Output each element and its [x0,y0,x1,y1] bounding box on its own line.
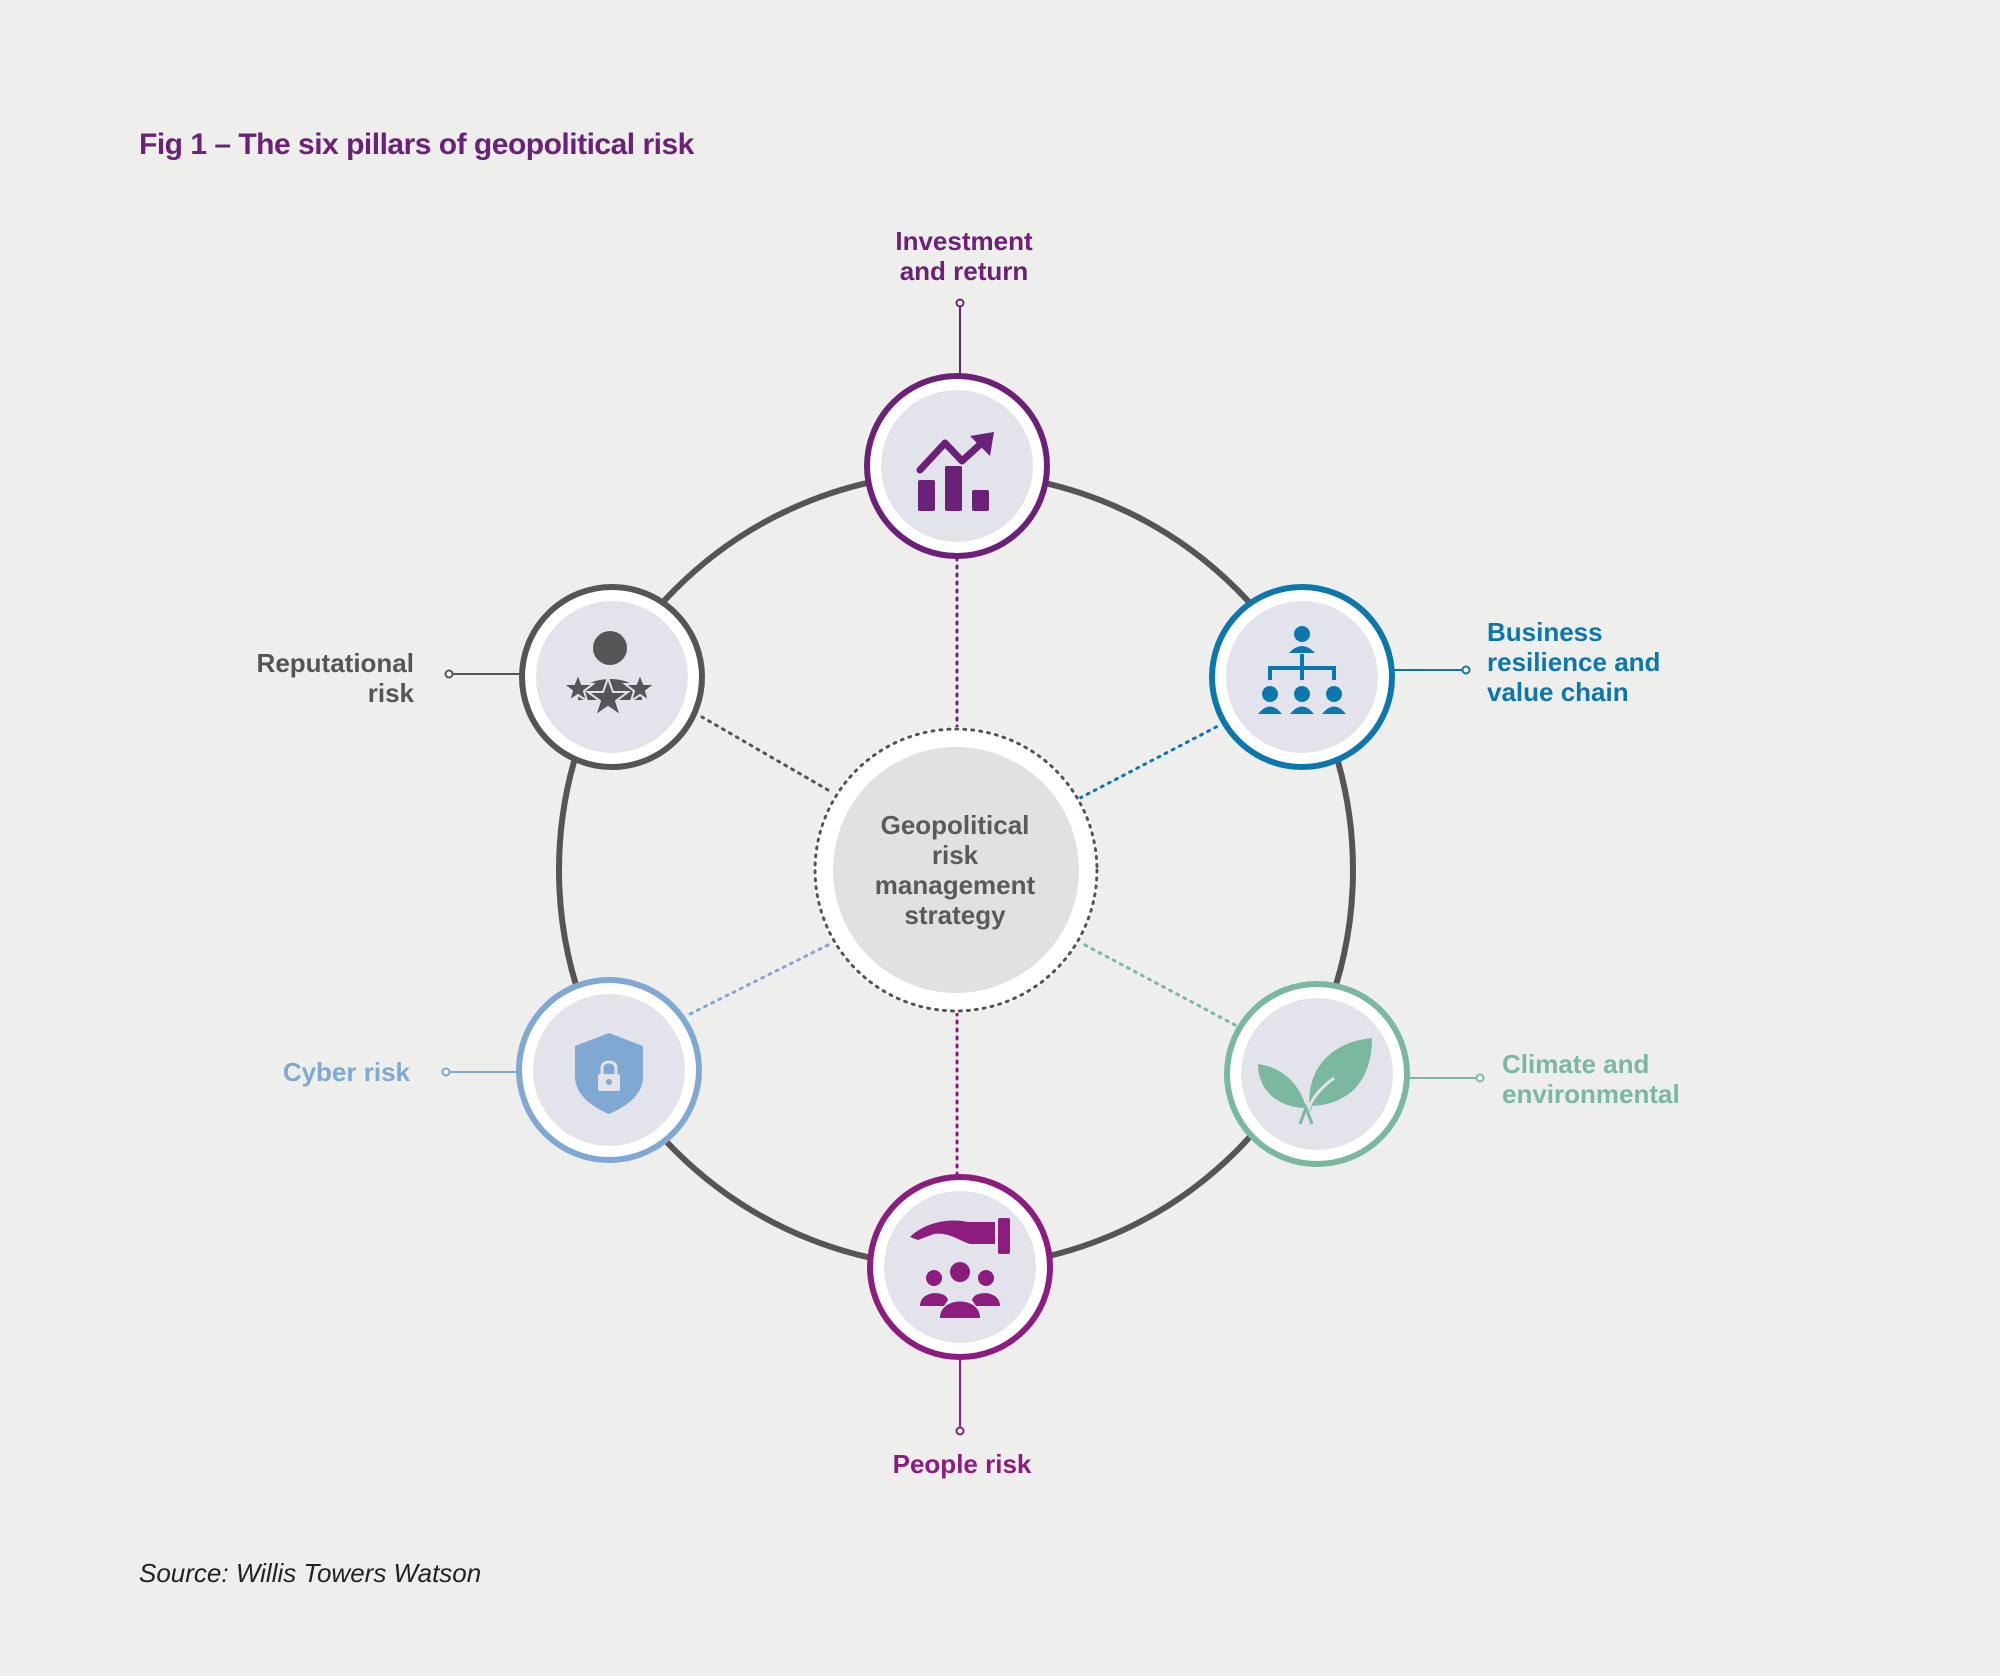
spokes [686,553,1237,1180]
center-label-line: Geopolitical [880,810,1030,840]
label-business: Business resilience and value chain [1487,617,1660,707]
label-line: and return [899,256,1029,286]
center-label: Geopolitical risk management strategy [830,810,1080,930]
label-climate: Climate and environmental [1502,1049,1680,1109]
center-label-line: strategy [904,900,1006,930]
label-line: environmental [1502,1079,1680,1109]
spoke-reputational [700,715,830,792]
center-label-line: management [874,870,1036,900]
label-line: People risk [892,1449,1032,1479]
label-line: Reputational [256,648,414,678]
label-line: resilience and [1487,647,1661,677]
node-investment [864,373,1050,559]
label-line: Cyber risk [282,1057,410,1087]
label-line: value chain [1487,677,1629,707]
center-label-line: risk [931,840,979,870]
spoke-cyber [686,943,830,1017]
label-reputational: Reputational risk [200,648,414,708]
growth-chart-icon [916,432,994,511]
label-cyber: Cyber risk [200,1057,410,1087]
source-note: Source: Willis Towers Watson [139,1558,482,1588]
person-stars-icon [560,631,658,719]
label-investment: Investment and return [880,226,1048,286]
node-business [1209,584,1395,770]
node-cyber [516,977,702,1163]
center-hub [813,727,1099,1013]
label-line: Climate and [1502,1049,1650,1079]
node-reputational [519,584,705,770]
org-chart-icon [1258,626,1346,714]
figure-title: Fig 1 – The six pillars of geopolitical … [139,128,694,161]
label-line: risk [367,678,414,708]
connectors [441,298,1485,1436]
hand-over-people-icon [910,1218,1010,1318]
label-people: People risk [880,1449,1044,1479]
spoke-business [1078,723,1222,800]
spoke-climate [1083,943,1237,1027]
label-line: Business [1487,617,1603,647]
label-line: Investment [895,226,1033,256]
leaf-icon [1258,1038,1372,1125]
node-climate [1224,981,1410,1167]
node-people [867,1174,1053,1360]
shield-lock-icon [575,1033,643,1114]
